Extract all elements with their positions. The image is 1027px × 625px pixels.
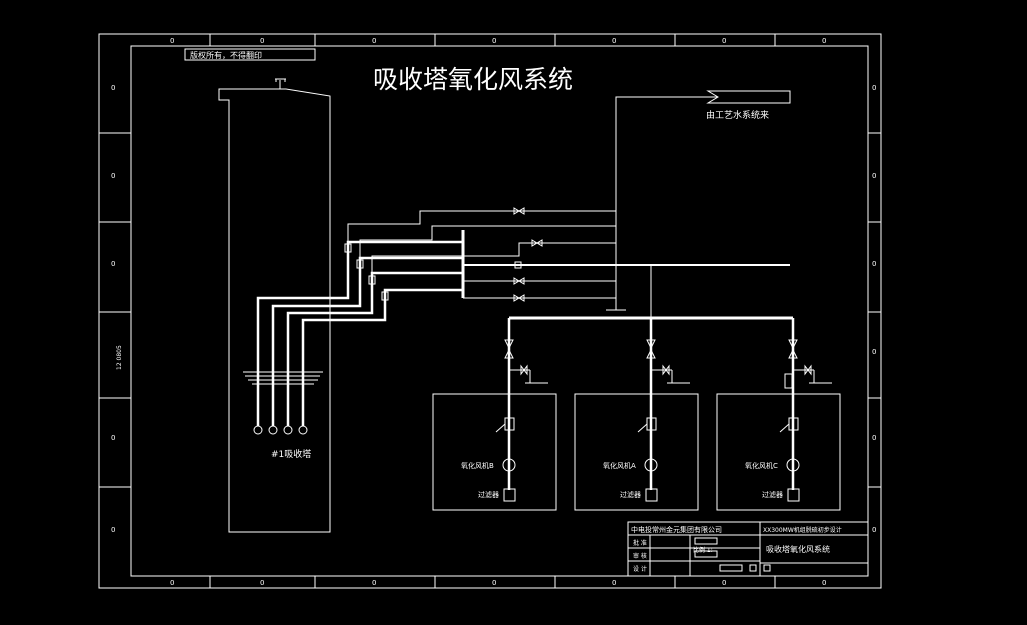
zone-mark: 0	[872, 260, 876, 268]
copyright-box: 版权所有，不得翻印	[184, 48, 316, 61]
scale-label: 比例 1:	[693, 546, 713, 554]
fan-label: 氧化风机A	[603, 461, 636, 470]
filter-label: 过滤器	[762, 490, 783, 499]
zone-mark: 0	[872, 434, 876, 442]
zone-mark: 0	[722, 37, 726, 45]
zone-marks: 0 0 0 0 0 0 0 0 0 0 0 0 0 0 0 0 0 0 0 0 …	[111, 37, 876, 587]
zone-mark: 0	[872, 348, 876, 356]
zone-mark: 0	[822, 37, 826, 45]
zone-mark: 0	[872, 84, 876, 92]
zone-mark: 0	[872, 526, 876, 534]
title-block	[627, 521, 869, 577]
zone-mark: 0	[612, 37, 616, 45]
approval-row: 批 准	[633, 539, 647, 547]
process-water-source-label: 由工艺水系统来	[706, 109, 769, 121]
review-row: 审 核	[633, 552, 647, 560]
tower-label: #1吸收塔	[271, 448, 311, 460]
zone-mark: 0	[170, 579, 174, 587]
air-header	[509, 265, 793, 320]
filter-label: 过滤器	[478, 490, 499, 499]
zone-mark: 0	[111, 526, 115, 534]
zone-mark: 0	[111, 260, 115, 268]
zone-mark: 0	[260, 579, 264, 587]
zone-mark: 0	[372, 37, 376, 45]
zone-mark: 0	[612, 579, 616, 587]
drawing-frame	[98, 33, 882, 589]
zone-mark: 0	[111, 434, 115, 442]
water-valves	[513, 207, 543, 302]
zone-mark: 0	[111, 84, 115, 92]
fan-label: 氧化风机B	[461, 461, 494, 470]
oxidation-air-lances	[256, 240, 463, 426]
drawing-title: 吸收塔氧化风系统	[373, 65, 573, 94]
title-block-text: 中电投常州金元集团有限公司 XX300MW机组脱硫初步设计 批 准 审 核 设 …	[631, 525, 842, 573]
drawing-name: 吸收塔氧化风系统	[766, 544, 830, 554]
zone-mark: 0	[492, 579, 496, 587]
process-water-lines	[347, 90, 791, 311]
header-manifold	[461, 230, 790, 298]
zone-mark: 0	[170, 37, 174, 45]
zone-mark: 0	[260, 37, 264, 45]
zone-mark: 0	[722, 579, 726, 587]
company-name: 中电投常州金元集团有限公司	[631, 525, 722, 534]
unit-labels: 氧化风机B 过滤器 氧化风机A 过滤器 氧化风机C 过滤器	[461, 461, 783, 499]
zone-mark: 0	[492, 37, 496, 45]
design-row: 设 计	[633, 565, 647, 573]
zone-mark: 0	[872, 172, 876, 180]
filter-label: 过滤器	[620, 490, 641, 499]
zone-mark: 0	[372, 579, 376, 587]
fan-unit-b	[432, 318, 557, 511]
fan-label: 氧化风机C	[745, 461, 778, 470]
fan-unit-a	[574, 318, 699, 511]
side-number: 12 0805	[116, 345, 123, 370]
lance-outlets	[253, 425, 308, 435]
project-name: XX300MW机组脱硫初步设计	[763, 526, 842, 534]
zone-mark: 0	[111, 172, 115, 180]
fan-unit-c	[716, 318, 841, 511]
copyright-note: 版权所有，不得翻印	[190, 50, 262, 60]
zone-mark: 0	[822, 579, 826, 587]
pipe-fittings	[344, 243, 389, 301]
